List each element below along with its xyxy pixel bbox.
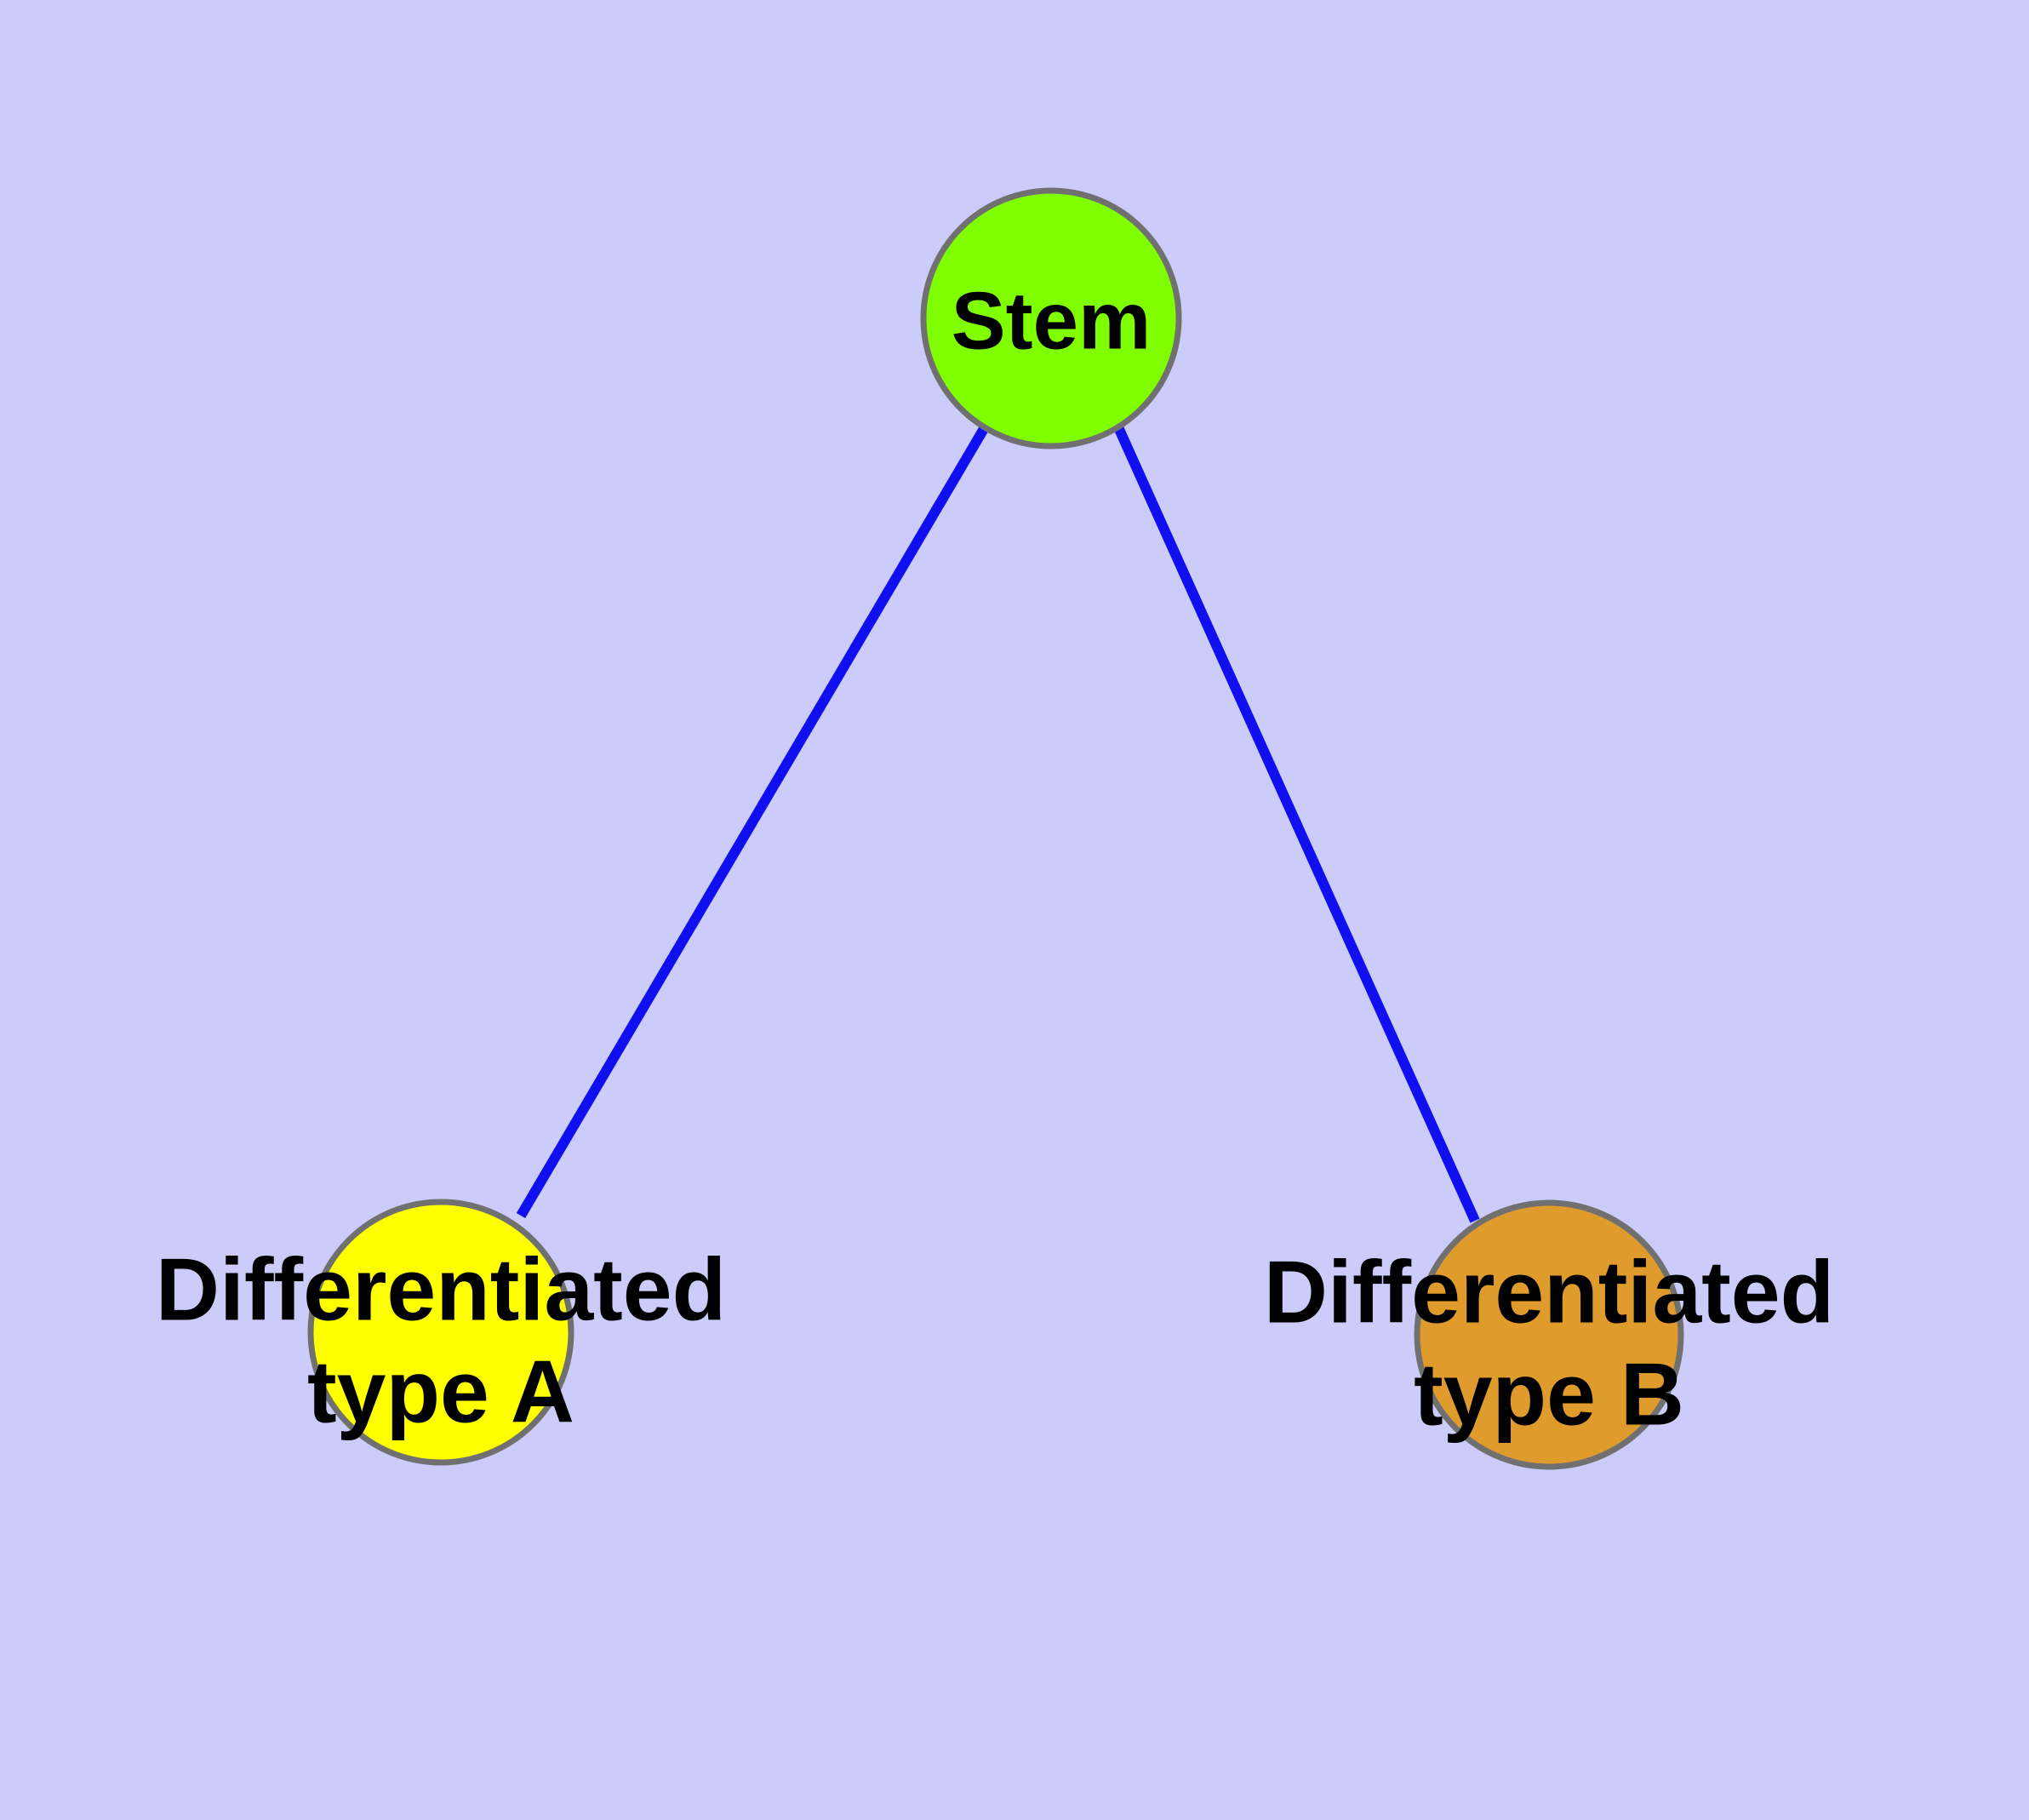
node-label-type-b-line2: type B [1414,1345,1684,1444]
node-differentiated-type-b[interactable] [1414,1199,1684,1470]
node-circle-stem[interactable] [920,187,1182,449]
node-circle-type-a[interactable] [307,1199,574,1466]
edge-layer [516,424,1480,1223]
edge-stem-to-type-a[interactable] [516,424,990,1219]
node-label-stem: Stem [952,275,1152,366]
node-label-type-b-line1: Differentiated [1264,1243,1834,1342]
label-layer: Stem Differentiated type A Differentiate… [156,275,1834,1444]
node-differentiated-type-a[interactable] [307,1199,574,1466]
node-label-type-a-line2: type A [307,1342,574,1441]
edge-stem-to-type-b[interactable] [1113,425,1480,1223]
node-stem[interactable] [920,187,1182,449]
node-layer [307,187,1684,1470]
node-label-type-a-line1: Differentiated [156,1240,726,1339]
node-circle-type-b[interactable] [1414,1199,1684,1470]
